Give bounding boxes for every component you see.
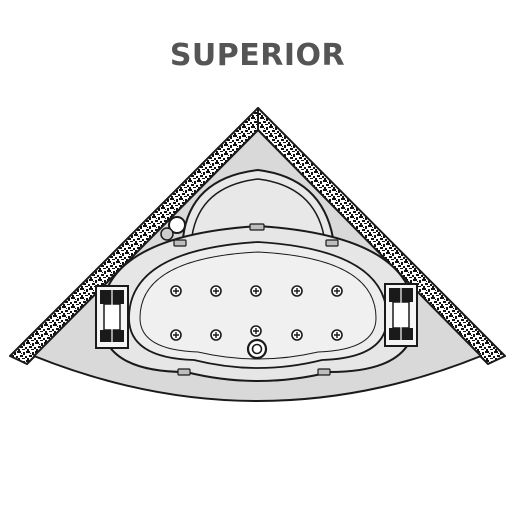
control-knob-icon (160, 216, 186, 241)
massage-jet-icon (291, 285, 303, 297)
massage-jet-icon (291, 329, 303, 341)
massage-jet-icon (250, 325, 262, 337)
jets-bottom-row (170, 325, 343, 341)
tub-basin (99, 224, 417, 382)
backrest-hood (181, 168, 335, 239)
massage-jet-icon (250, 285, 262, 297)
granite-wall-frame-icon (9, 107, 506, 365)
massage-jet-icon (331, 329, 343, 341)
massage-jet-icon (210, 329, 222, 341)
product-title: SUPERIOR (169, 38, 346, 73)
jets-top-row (170, 285, 343, 297)
headrest-icon (95, 285, 129, 349)
rim-clips (173, 223, 339, 376)
massage-jet-icon (331, 285, 343, 297)
massage-jet-icon (170, 329, 182, 341)
headrest-icon (384, 283, 418, 347)
drain-icon (246, 338, 268, 360)
massage-jet-icon (210, 285, 222, 297)
massage-jet-icon (170, 285, 182, 297)
